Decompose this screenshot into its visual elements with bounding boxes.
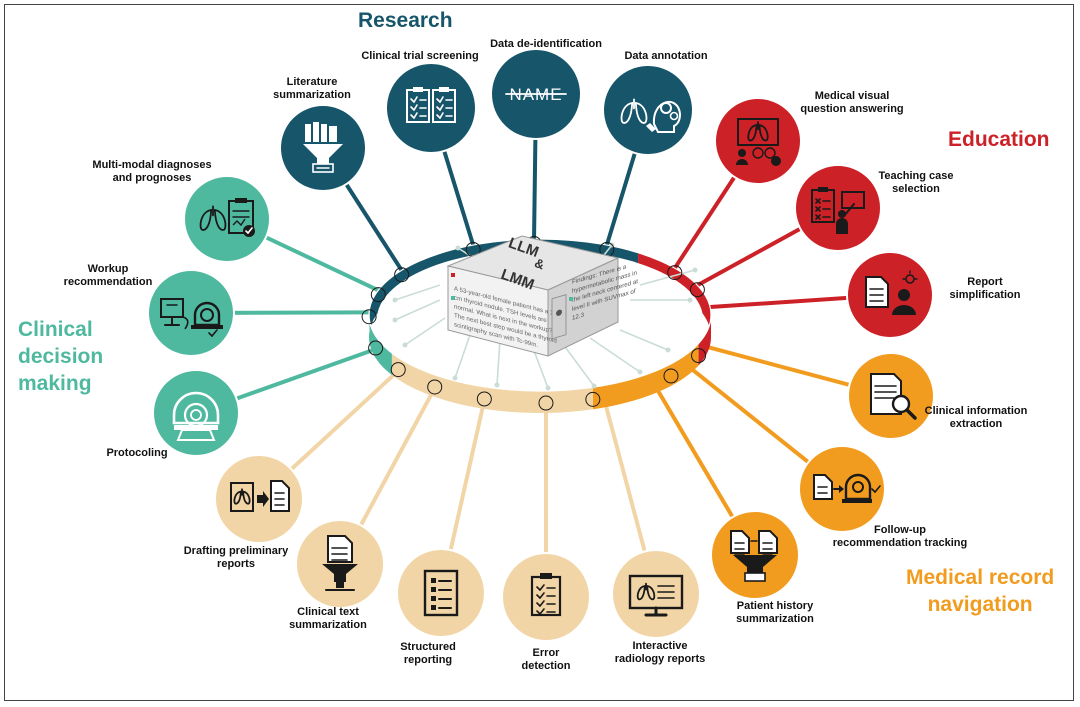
label-followup-tracking: Follow-up recommendation tracking	[832, 524, 968, 549]
document-funnel-icon	[322, 535, 358, 591]
node-followup-tracking	[798, 445, 886, 533]
xray-people-chat-icon	[736, 118, 781, 166]
node-multimodal-diagnoses	[183, 175, 271, 263]
label-interactive-radiology-reports: Interactive radiology reports	[614, 640, 706, 665]
category-research: Research	[358, 9, 453, 32]
label-medical-vqa: Medical visual question answering	[800, 90, 904, 115]
ultrasound-mri-icon	[160, 298, 223, 337]
node-report-simplification	[846, 251, 934, 339]
category-medical-record-navigation: Medical record navigation	[906, 566, 1055, 616]
clipboards-icon	[406, 87, 456, 123]
label-patient-history-summarization: Patient history summarization	[736, 600, 814, 625]
ct-scanner-icon	[172, 391, 220, 441]
ring-node-7	[663, 368, 679, 384]
node-circle-teaching-case-selection	[794, 164, 882, 252]
ring-segment-medical_record-3	[592, 343, 699, 410]
label-multimodal-diagnoses: Multi-modal diagnoses and prognoses	[92, 159, 212, 184]
label-clinical-information-extraction: Clinical information extraction	[924, 405, 1028, 430]
node-circle-clinical-trial-screening	[385, 62, 477, 154]
chip-right-line-4: 12.3	[572, 311, 585, 321]
monitor-lungs-icon	[628, 574, 684, 617]
checklist-document-icon	[423, 569, 459, 617]
ring-node-0	[394, 267, 410, 283]
ring-segment-clinical-5	[369, 308, 392, 375]
node-circle-error-detection	[501, 552, 591, 642]
ring-node-6	[691, 348, 707, 364]
documents-funnel-icon	[730, 530, 778, 582]
node-interactive-radiology-reports	[611, 549, 701, 639]
label-clinical-trial-screening: Clinical trial screening	[361, 50, 479, 62]
node-clinical-information-extraction	[847, 352, 935, 440]
label-workup-recommendation: Workup recommendation	[63, 263, 153, 288]
document-scanner-check-icon	[813, 473, 881, 503]
node-drafting-preliminary-reports	[214, 454, 304, 544]
node-structured-reporting	[396, 548, 486, 638]
node-workup-recommendation	[147, 269, 235, 357]
ring-node-14	[361, 309, 377, 325]
node-teaching-case-selection	[794, 164, 882, 252]
ring-node-15	[370, 287, 386, 303]
node-error-detection	[501, 552, 591, 642]
checklist-teacher-icon	[811, 187, 865, 234]
label-teaching-case-selection: Teaching case selection	[878, 170, 954, 195]
clipboard-checks-icon	[530, 573, 562, 617]
label-data-annotation: Data annotation	[624, 50, 708, 62]
document-magnifier-icon	[870, 373, 917, 420]
node-circle-report-simplification	[846, 251, 934, 339]
ring-segment-reporting-4	[391, 353, 593, 413]
node-circle-multimodal-diagnoses	[183, 175, 271, 263]
xray-to-document-icon	[230, 480, 290, 512]
label-clinical-text-summarization: Clinical text summarization	[289, 606, 367, 631]
books-funnel-icon	[303, 122, 343, 173]
label-structured-reporting: Structured reporting	[400, 641, 456, 666]
lungs-clipboard-icon	[199, 198, 255, 237]
ring-node-13	[368, 340, 384, 356]
node-circle-protocoling	[152, 369, 240, 457]
node-medical-vqa	[714, 97, 802, 185]
ring-node-5	[689, 282, 705, 298]
ring-node-10	[476, 391, 492, 407]
node-clinical-text-summarization	[295, 519, 385, 609]
ring-segment-education-2	[698, 315, 711, 366]
label-protocoling: Protocoling	[106, 447, 168, 459]
node-protocoling	[152, 369, 240, 457]
node-literature-summarization	[279, 104, 367, 192]
node-circle-structured-reporting	[396, 548, 486, 638]
label-report-simplification: Report simplification	[949, 276, 1021, 301]
node-data-deidentification: NAME	[490, 48, 582, 140]
ring-node-9	[538, 395, 554, 411]
category-clinical-decision-making: Clinical decision making	[18, 318, 104, 395]
node-patient-history-summarization	[710, 510, 800, 600]
node-data-annotation	[602, 64, 694, 156]
node-circle-interactive-radiology-reports	[611, 549, 701, 639]
ring-node-12	[390, 362, 406, 378]
category-education: Education	[948, 128, 1050, 151]
ring-node-11	[427, 379, 443, 395]
figure-border	[4, 4, 1074, 701]
ring-node-4	[667, 265, 683, 281]
lungs-head-gears-icon	[620, 98, 682, 133]
node-clinical-trial-screening	[385, 62, 477, 154]
ring-node-8	[585, 391, 601, 407]
label-error-detection: Error detection	[521, 647, 571, 672]
label-literature-summarization: Literature summarization	[273, 76, 351, 101]
document-person-bulb-icon	[865, 270, 918, 315]
label-drafting-preliminary-reports: Drafting preliminary reports	[183, 545, 289, 570]
label-data-deidentification: Data de-identification	[490, 38, 602, 50]
strikethrough-name-icon: NAME	[505, 85, 567, 104]
